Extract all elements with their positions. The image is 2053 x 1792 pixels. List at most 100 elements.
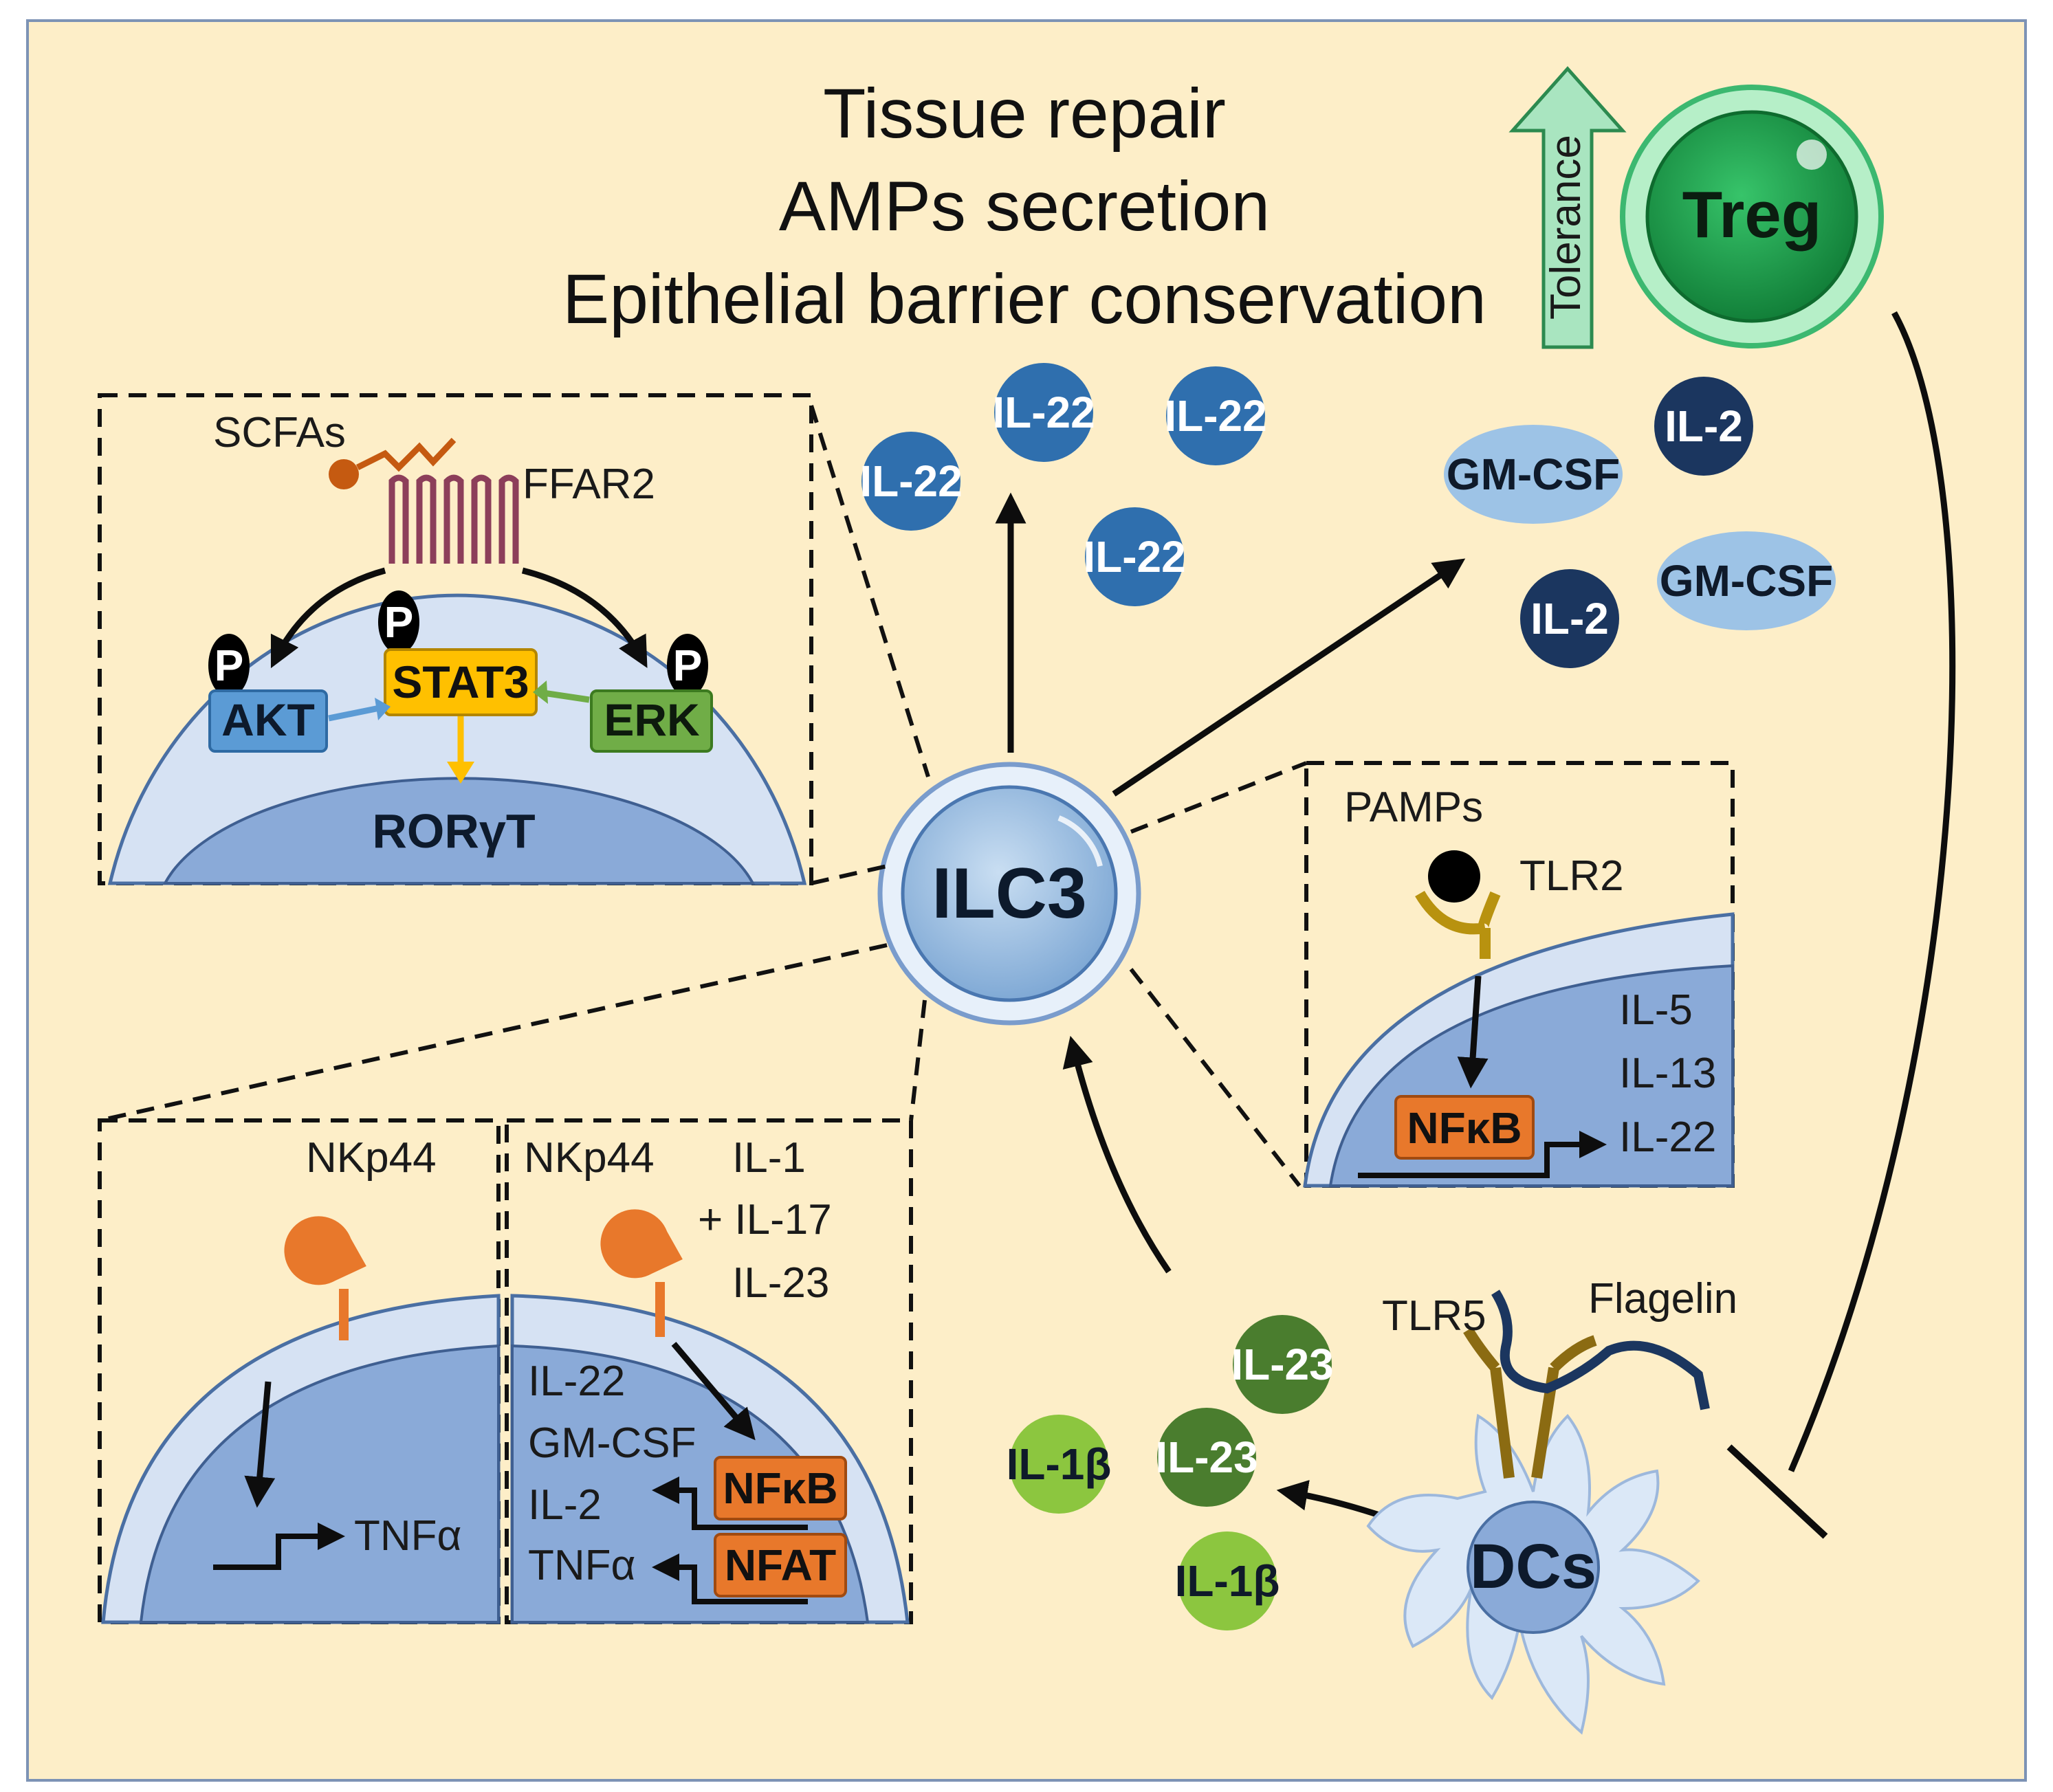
arrow-tlr2-to-nfkb <box>1457 975 1489 1089</box>
nkp44-receptor-icon <box>600 1209 683 1279</box>
phospho-akt: P <box>208 634 250 697</box>
inhibition-bar <box>1726 1444 1828 1539</box>
flagellin-strand <box>1491 1290 1710 1411</box>
erk-box: ERK <box>590 689 713 753</box>
svg-text:AKT: AKT <box>221 694 315 745</box>
svg-text:GM-CSF: GM-CSF <box>1447 450 1620 499</box>
tlr2-output-il22: IL-22 <box>1619 1114 1716 1161</box>
tnfa-left-label: TNFα <box>354 1512 461 1560</box>
flagellin-label: Flagelin <box>1588 1275 1737 1323</box>
treg-cell: Treg <box>1620 85 1884 349</box>
svg-text:IL-1β: IL-1β <box>1007 1439 1112 1489</box>
input-il23: IL-23 <box>732 1259 829 1307</box>
ffar2-label: FFAR2 <box>523 461 655 508</box>
transcription-arrow <box>652 1553 808 1604</box>
outcome-epithelial-barrier: Epithelial barrier conservation <box>562 260 1486 338</box>
svg-text:IL-23: IL-23 <box>1155 1433 1258 1482</box>
il2-chip: IL-2 <box>1654 377 1753 476</box>
connector <box>1129 968 1302 1187</box>
connector <box>909 999 927 1121</box>
svg-text:IL-22: IL-22 <box>1164 391 1266 441</box>
tolerance-label: Tolerance <box>1542 135 1590 320</box>
arrow-ffar2-to-erk <box>521 567 648 668</box>
svg-text:GM-CSF: GM-CSF <box>1660 556 1833 606</box>
output-gmcsf: GM-CSF <box>528 1419 696 1467</box>
svg-text:P: P <box>215 641 244 690</box>
arrow-akt-to-stat3 <box>328 705 380 722</box>
il2-chip: IL-2 <box>1520 569 1619 668</box>
nkp44-receptor-icon <box>284 1216 366 1285</box>
il1b-chip: IL-1β <box>1007 1415 1112 1514</box>
dc-cell: DCs <box>1366 1413 1700 1735</box>
scfas-label: SCFAs <box>213 409 346 456</box>
svg-text:NFκB: NFκB <box>723 1463 837 1513</box>
svg-text:P: P <box>384 597 414 647</box>
treg-label: Treg <box>1682 178 1822 252</box>
svg-text:STAT3: STAT3 <box>392 656 529 707</box>
akt-box: AKT <box>208 689 328 753</box>
output-il22: IL-22 <box>528 1358 625 1405</box>
il23-chip: IL-23 <box>1155 1408 1258 1507</box>
treg-inhibition-line <box>1788 311 1956 1472</box>
il22-chip: IL-22 <box>859 432 963 531</box>
tlr2-output-il5: IL-5 <box>1619 986 1693 1034</box>
transcription-arrow <box>1358 1131 1607 1178</box>
tlr5-receptor <box>1463 1327 1597 1479</box>
arrow-nkp44-left <box>244 1381 276 1508</box>
nkp44-right-label: NKp44 <box>524 1134 655 1182</box>
connector <box>809 405 930 777</box>
outcome-tissue-repair: Tissue repair <box>823 74 1226 153</box>
svg-text:NFκB: NFκB <box>1407 1103 1522 1153</box>
transcription-arrow <box>213 1523 345 1570</box>
nfkb-box: NFκB <box>1394 1095 1535 1160</box>
arrow-ffar2-to-akt <box>270 567 386 669</box>
rorgt-label: RORγT <box>372 804 535 858</box>
input-il17: + IL-17 <box>698 1196 832 1243</box>
scfa-panel: SCFAs FFAR2 P P P AKT STAT3 ERK <box>98 393 813 885</box>
svg-text:IL-22: IL-22 <box>992 388 1095 437</box>
pamps-label: PAMPs <box>1344 784 1483 831</box>
gmcsf-chip: GM-CSF <box>1657 531 1836 630</box>
svg-text:IL-23: IL-23 <box>1231 1340 1333 1389</box>
arrow-ilc3-to-il2-gmcsf <box>1112 558 1466 797</box>
dcs-label: DCs <box>1470 1531 1596 1602</box>
svg-text:IL-2: IL-2 <box>1665 401 1743 451</box>
pamp-ligand-icon <box>1428 850 1480 903</box>
tlr2-receptor <box>1415 890 1501 959</box>
scfa-ligand-icon <box>329 459 359 489</box>
connector <box>1130 761 1308 834</box>
tlr2-label: TLR2 <box>1519 852 1624 900</box>
svg-text:IL-2: IL-2 <box>1530 594 1609 643</box>
arrow-erk-to-stat3 <box>542 689 590 703</box>
il1b-chip: IL-1β <box>1175 1531 1280 1630</box>
svg-text:NFAT: NFAT <box>725 1540 836 1590</box>
nfkb-box: NFκB <box>714 1456 847 1520</box>
stat3-box: STAT3 <box>384 648 538 716</box>
ilc3-cell: ILC3 <box>877 762 1141 1026</box>
tlr2-panel: PAMPs TLR2 NFκB IL-5 IL-13 IL-22 <box>1303 761 1735 1188</box>
connector <box>99 943 888 1122</box>
arrow-dc-to-ilc3 <box>1062 1035 1172 1274</box>
input-il1: IL-1 <box>732 1134 806 1182</box>
nkp44-right-panel: NKp44 IL-1 + IL-17 IL-23 IL-22 GM-CSF IL… <box>505 1118 913 1624</box>
svg-text:ERK: ERK <box>604 694 700 745</box>
il22-chip: IL-22 <box>992 363 1095 462</box>
nfat-box: NFAT <box>714 1533 847 1597</box>
tolerance-arrow: Tolerance <box>1508 66 1627 349</box>
arrow-nkp44-to-nfkb <box>671 1342 756 1441</box>
ilc3-label: ILC3 <box>932 854 1086 933</box>
il22-chip: IL-22 <box>1083 507 1186 606</box>
svg-text:IL-22: IL-22 <box>1083 532 1185 582</box>
nkp44-left-label: NKp44 <box>306 1134 437 1182</box>
output-tnfa: TNFα <box>528 1542 635 1589</box>
phospho-stat3: P <box>378 590 419 654</box>
gmcsf-chip: GM-CSF <box>1444 425 1623 524</box>
svg-text:IL-22: IL-22 <box>859 456 962 506</box>
ffar2-receptor <box>388 474 519 564</box>
il23-chip: IL-23 <box>1231 1315 1334 1414</box>
il22-chip: IL-22 <box>1164 366 1267 465</box>
svg-text:IL-1β: IL-1β <box>1175 1556 1280 1606</box>
nkp44-left-panel: NKp44 TNFα <box>98 1118 501 1624</box>
transcription-arrow <box>652 1476 808 1530</box>
